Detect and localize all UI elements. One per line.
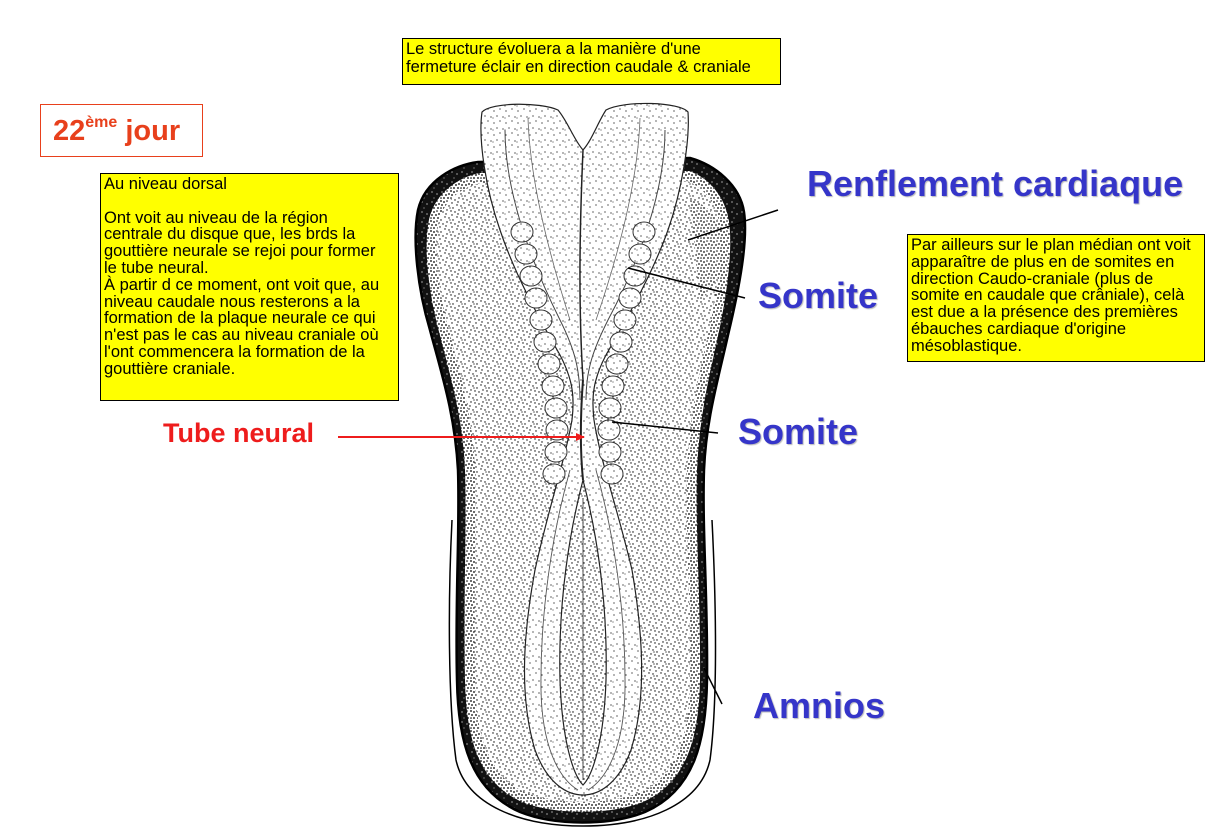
somite (632, 221, 656, 243)
left-note-line: gouttière neurale se rejoi pour former (104, 242, 376, 261)
somite (544, 397, 568, 419)
left-note-line: gouttière craniale. (104, 359, 236, 378)
somite (510, 221, 534, 243)
left-note-heading: Au niveau dorsal (104, 175, 227, 193)
day-suffix: ème (85, 114, 118, 131)
somite (533, 331, 557, 353)
somite (529, 309, 553, 331)
somite (605, 353, 629, 375)
leader-line-somite-lower (611, 421, 719, 434)
label-renflement-cardiaque: Renflement cardiaque (807, 163, 1184, 204)
neural-fold-ridge-left (504, 129, 581, 401)
right-note-line: mésoblastique. (911, 336, 1022, 355)
somites-right (597, 221, 656, 485)
right-note-line: ébauches cardiaque d'origine (911, 319, 1127, 338)
left-note-line: À partir d ce moment, ont voit que, au (104, 275, 380, 294)
left-note-line: n'est pas le cas au niveau craniale où (104, 326, 379, 345)
amnion-membrane (448, 519, 717, 827)
somites-left (510, 221, 569, 485)
somite (628, 243, 652, 265)
right-note-line: apparaître de plus en de somites en (911, 252, 1175, 271)
label-somite-lower: Somite (738, 411, 859, 452)
right-note: Par ailleurs sur le plan médian ont voit… (907, 234, 1205, 362)
neural-fold-ridge-right (585, 129, 666, 401)
somite (514, 243, 538, 265)
left-note-line: le tube neural. (104, 258, 209, 277)
left-note-line: Ont voit au niveau de la région (104, 208, 328, 227)
somite (542, 463, 566, 485)
somite (519, 265, 543, 287)
day-word: jour (125, 115, 181, 147)
right-note-line: somite en caudale que crâniale), celà (911, 286, 1185, 305)
somite (537, 353, 561, 375)
neural-fold-ridge-lower-left (540, 469, 579, 791)
right-note-line: Par ailleurs sur le plan médian ont voit (911, 236, 1191, 254)
label-somite-upper: Somite (758, 275, 879, 316)
label-amnios: Amnios (753, 685, 886, 726)
neural-fold-ridge-lower-right (587, 469, 626, 791)
somite (545, 419, 569, 441)
somite (618, 287, 642, 309)
left-note-line: niveau caudale nous resterons a la (104, 292, 360, 311)
top-note: Le structure évoluera a la manière d'une… (402, 38, 781, 85)
neural-groove-upper (579, 149, 584, 381)
somite (524, 287, 548, 309)
somite (609, 331, 633, 353)
cardiac-bulge (690, 200, 725, 300)
leader-line-somite-upper (627, 267, 746, 299)
somite (541, 375, 565, 397)
somite (598, 441, 622, 463)
day-title: 22ème jour (53, 114, 181, 147)
somite (544, 441, 568, 463)
right-note-line: direction Caudo-craniale (plus de (911, 269, 1154, 288)
neural-fold-ridge-right-inner (595, 117, 641, 321)
leader-line-renflement (687, 209, 779, 241)
leader-line-amnios (703, 667, 723, 705)
somite (597, 419, 621, 441)
somite (600, 463, 624, 485)
left-note-line: centrale du disque que, les brds la (104, 225, 356, 244)
somite (601, 375, 625, 397)
left-note-line: l'ont commencera la formation de la (104, 342, 365, 361)
neural-fold-ridge-left-inner (527, 117, 571, 321)
day-number: 22 (53, 115, 86, 147)
top-note-line: Le structure évoluera a la manière d'une (406, 40, 701, 58)
somite (598, 397, 622, 419)
left-note-spacer (104, 193, 395, 210)
top-note-line: fermeture éclair en direction caudale & … (406, 58, 751, 76)
label-tube-neural: Tube neural (163, 418, 315, 448)
left-note-line: formation de la plaque neurale ce qui (104, 309, 376, 328)
right-note-line: est due a la présence des premières (911, 303, 1178, 322)
somite (623, 265, 647, 287)
day-box: 22ème jour (40, 104, 203, 157)
somite (613, 309, 637, 331)
left-note: Au niveau dorsal Ont voit au niveau de l… (100, 173, 399, 401)
